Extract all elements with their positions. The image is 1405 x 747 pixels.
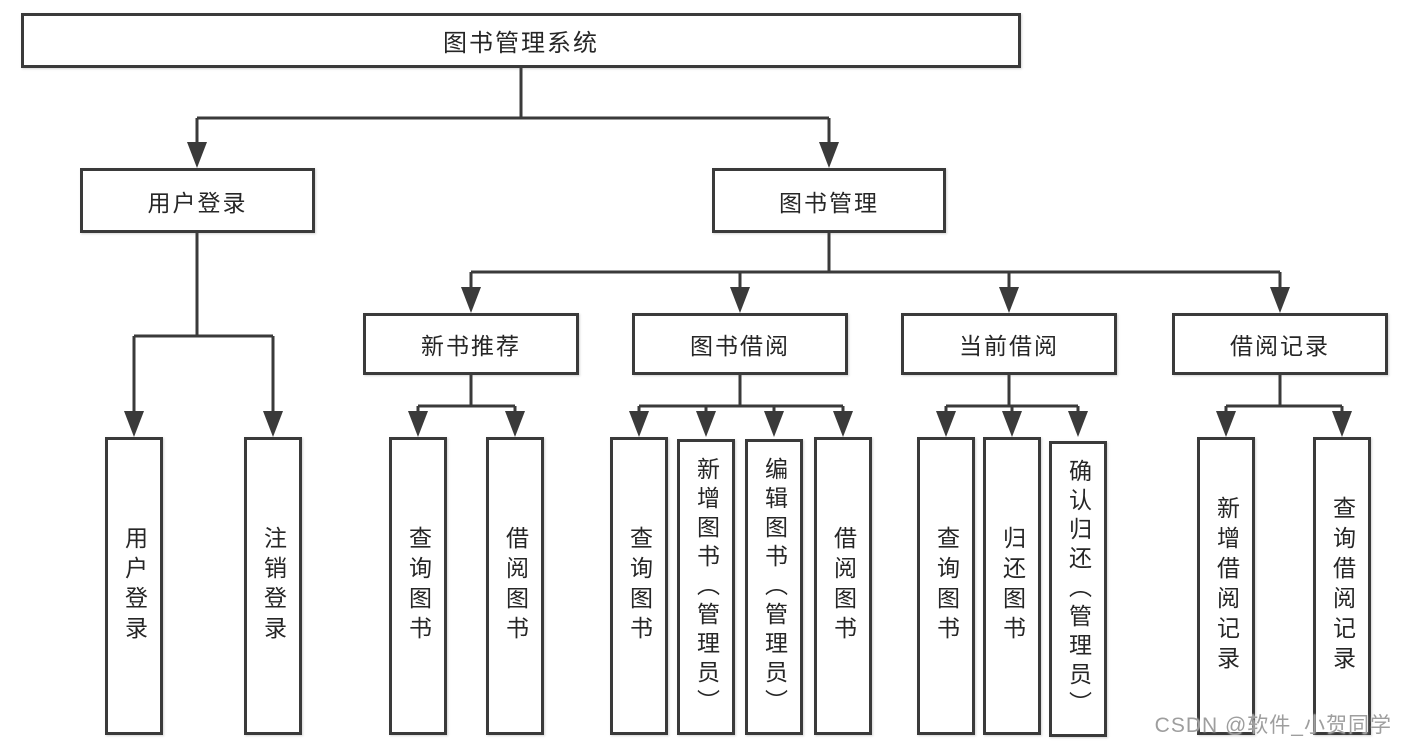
node-label: 归还图书 <box>999 526 1026 646</box>
node-label: 图书借阅 <box>690 333 790 359</box>
node-label: 新增图书（管理员） <box>693 456 720 718</box>
node-label: 借阅图书 <box>830 526 857 646</box>
csdn-watermark: CSDN @软件_小贺同学 <box>1154 714 1392 737</box>
node-label: 用户登录 <box>147 189 248 216</box>
node-book-borrowing: 图书借阅 <box>632 313 848 375</box>
node-label: 注销登录 <box>260 526 287 646</box>
node-query-books-recommend: 查询图书 <box>389 437 447 735</box>
node-label: 新增借阅记录 <box>1213 496 1240 676</box>
node-current-borrowing: 当前借阅 <box>901 313 1117 375</box>
node-label: 新书推荐 <box>421 333 521 359</box>
node-label: 借阅图书 <box>502 526 529 646</box>
node-label: 确认归还（管理员） <box>1065 458 1092 720</box>
node-label: 查询图书 <box>405 526 432 646</box>
node-edit-book-admin: 编辑图书（管理员） <box>745 439 803 735</box>
node-add-book-admin: 新增图书（管理员） <box>677 439 735 735</box>
node-book-management: 图书管理 <box>712 168 946 233</box>
node-user-login-leaf: 用户登录 <box>105 437 163 735</box>
node-add-borrow-record: 新增借阅记录 <box>1197 437 1255 735</box>
node-library-system: 图书管理系统 <box>21 13 1021 68</box>
node-label: 查询图书 <box>626 526 653 646</box>
node-borrowing-records: 借阅记录 <box>1172 313 1388 375</box>
node-return-books: 归还图书 <box>983 437 1041 735</box>
node-borrow-books-leaf: 借阅图书 <box>814 437 872 735</box>
node-label: 当前借阅 <box>959 333 1059 359</box>
arrowheads <box>124 142 1352 437</box>
node-user-login: 用户登录 <box>80 168 315 233</box>
node-query-borrow-record: 查询借阅记录 <box>1313 437 1371 735</box>
node-logout: 注销登录 <box>244 437 302 735</box>
node-label: 查询借阅记录 <box>1329 496 1356 676</box>
node-confirm-return-admin: 确认归还（管理员） <box>1049 441 1107 737</box>
node-new-book-recommend: 新书推荐 <box>363 313 579 375</box>
node-label: 图书管理 <box>779 189 879 216</box>
node-label: 编辑图书（管理员） <box>761 456 788 718</box>
node-query-books-current: 查询图书 <box>917 437 975 735</box>
node-label: 用户登录 <box>121 526 148 646</box>
node-label: 查询图书 <box>933 526 960 646</box>
node-query-books-borrow: 查询图书 <box>610 437 668 735</box>
node-borrow-books-recommend: 借阅图书 <box>486 437 544 735</box>
node-label: 借阅记录 <box>1230 333 1330 359</box>
node-label: 图书管理系统 <box>443 30 599 57</box>
